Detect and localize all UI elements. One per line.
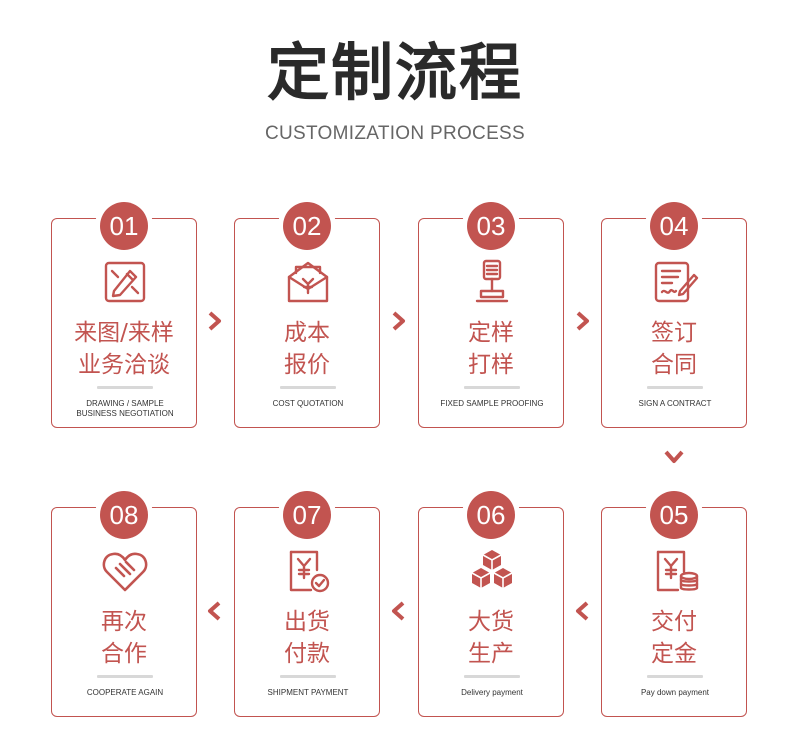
step-card-06: 06 大货 生产 Delivery payment (418, 491, 564, 717)
chevron-left-icon (204, 600, 226, 622)
step-number-badge: 07 (283, 491, 331, 539)
payment-check-icon (283, 546, 333, 596)
page-subtitle: CUSTOMIZATION PROCESS (264, 123, 525, 144)
step-title-line2: 生产 (468, 641, 514, 667)
step-number-badge: 04 (650, 202, 698, 250)
step-number-badge: 05 (650, 491, 698, 539)
step-title-line1: 大货 (468, 609, 514, 635)
chevron-down-icon (663, 446, 685, 468)
step-english-label: COOPERATE AGAIN (86, 688, 164, 697)
step-card-03: 03 定样 打样 FIXED SAMPLE PROOFING (418, 202, 564, 428)
deposit-coins-icon (650, 546, 700, 596)
chevron-right-icon (572, 310, 594, 332)
step-title-line1: 定样 (468, 320, 514, 346)
step-card-02: 02 成本 报价 COST QUOTATION (234, 202, 380, 428)
step-number-badge: 08 (100, 491, 148, 539)
page-title: 定制流程 (266, 36, 523, 109)
divider (97, 675, 153, 678)
chevron-right-icon (388, 310, 410, 332)
drawing-icon (100, 257, 150, 307)
step-title-line2: 报价 (284, 352, 330, 378)
step-title-line2: 业务洽谈 (78, 352, 170, 378)
divider (647, 386, 703, 389)
step-title-line2: 定金 (651, 641, 697, 667)
step-english-label: FIXED SAMPLE PROOFING (440, 399, 544, 408)
step-english-label: Pay down payment (640, 688, 710, 697)
divider (647, 675, 703, 678)
step-title-line2: 打样 (468, 352, 514, 378)
step-number-badge: 03 (467, 202, 515, 250)
step-title-line1: 成本 (284, 320, 330, 346)
step-card-07: 07 出货 付款 SHIPMENT PAYMENT (234, 491, 380, 717)
step-english-label: SHIPMENT PAYMENT (267, 688, 349, 697)
step-english-label: Delivery payment (461, 688, 523, 697)
step-number-badge: 06 (467, 491, 515, 539)
step-title-line1: 来图/来样 (74, 320, 174, 346)
step-title-line1: 出货 (284, 609, 330, 635)
step-card-05: 05 交付 定金 Pay down payment (601, 491, 747, 717)
chevron-right-icon (204, 310, 226, 332)
step-card-04: 04 签订 合同 SIGN A CONTRACT (601, 202, 747, 428)
step-title-line1: 交付 (651, 609, 697, 635)
step-title-line2: 合同 (651, 352, 697, 378)
sample-stamp-icon (467, 257, 517, 307)
step-card-08: 08 再次 合作 COOPERATE AGAIN (51, 491, 197, 717)
contract-sign-icon (650, 257, 700, 307)
step-number-badge: 01 (100, 202, 148, 250)
step-title-line1: 再次 (101, 609, 147, 635)
chevron-left-icon (572, 600, 594, 622)
divider (97, 386, 153, 389)
divider (280, 675, 336, 678)
step-title-line2: 付款 (284, 641, 330, 667)
divider (464, 675, 520, 678)
step-title-line1: 签订 (651, 320, 697, 346)
step-number-badge: 02 (283, 202, 331, 250)
step-english-label: COST QUOTATION (272, 399, 344, 408)
divider (464, 386, 520, 389)
handshake-heart-icon (100, 546, 150, 596)
step-title-line2: 合作 (101, 641, 147, 667)
chevron-left-icon (388, 600, 410, 622)
step-english-label: SIGN A CONTRACT (638, 399, 712, 408)
quotation-envelope-icon (283, 257, 333, 307)
divider (280, 386, 336, 389)
boxes-icon (467, 546, 517, 596)
